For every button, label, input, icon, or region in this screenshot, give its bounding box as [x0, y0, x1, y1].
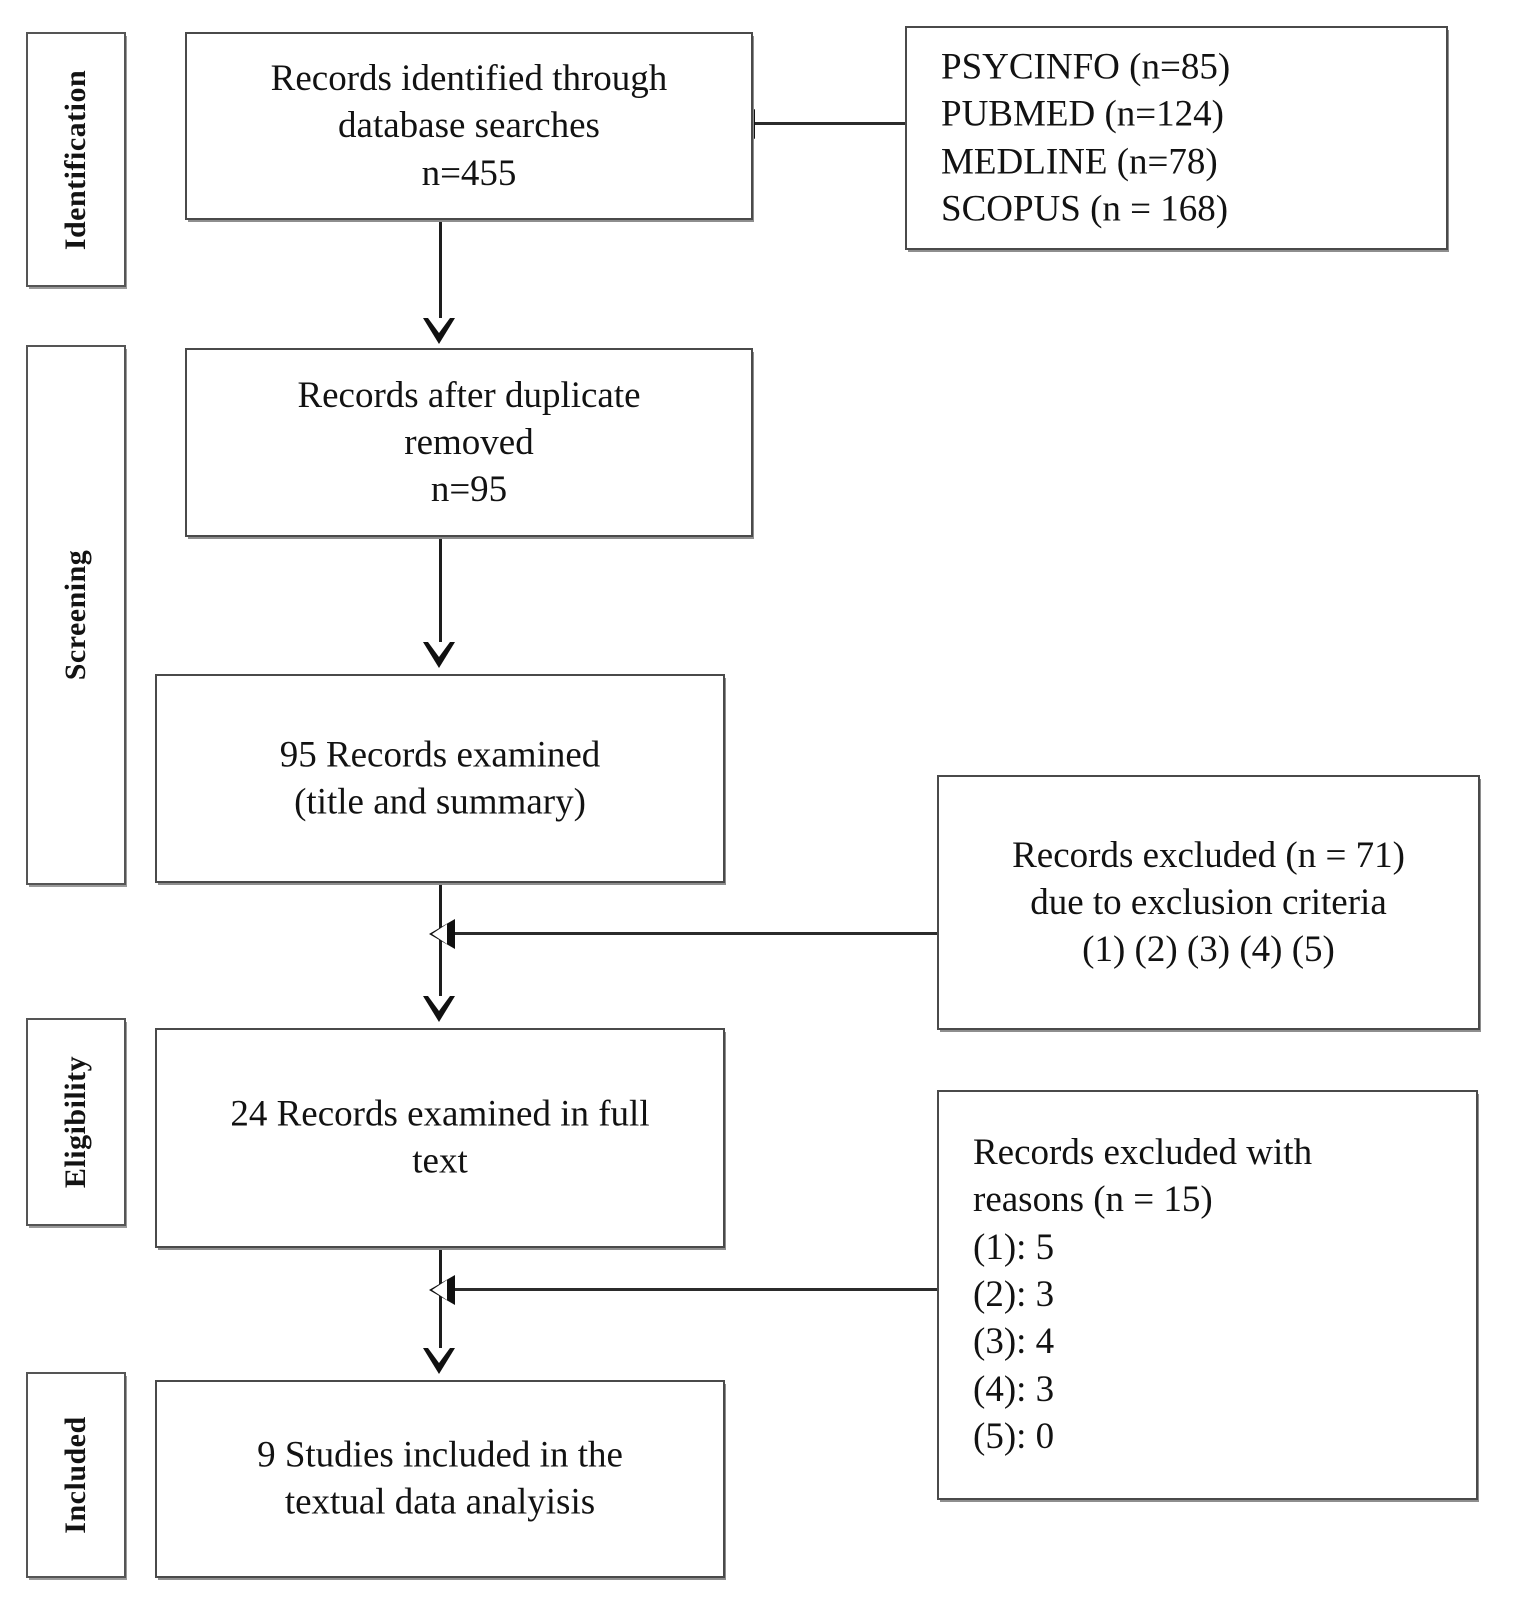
- stage-label-included-text: Included: [59, 1416, 92, 1534]
- box-studies-included-text: 9 Studies included in the textual data a…: [257, 1434, 623, 1523]
- arrow-down-into-studies-included: [423, 1348, 455, 1374]
- connector-dedup-to-screened: [439, 537, 442, 645]
- stage-label-identification-text: Identification: [59, 69, 92, 250]
- stage-label-screening-text: Screening: [59, 549, 92, 681]
- connector-sources-to-identified: [755, 122, 907, 125]
- box-records-excluded-criteria-text: Records excluded (n = 71) due to exclusi…: [1012, 834, 1405, 971]
- box-database-sources-text: PSYCINFO (n=85) PUBMED (n=124) MEDLINE (…: [941, 46, 1231, 230]
- stage-label-eligibility: Eligibility: [26, 1018, 126, 1226]
- arrow-down-into-records-after-duplicates: [423, 318, 455, 344]
- box-records-identified: Records identified through database sear…: [185, 32, 753, 220]
- box-records-excluded-reasons-text: Records excluded with reasons (n = 15) (…: [973, 1132, 1313, 1458]
- box-records-excluded-reasons: Records excluded with reasons (n = 15) (…: [937, 1090, 1478, 1500]
- arrow-down-into-records-full-text: [423, 996, 455, 1022]
- box-records-identified-text: Records identified through database sear…: [270, 57, 668, 194]
- box-records-after-duplicates-text: Records after duplicate removed n=95: [297, 374, 641, 511]
- arrow-left-excluded-criteria: [429, 919, 455, 949]
- stage-label-identification: Identification: [26, 32, 126, 287]
- box-records-examined-title-summary: 95 Records examined (title and summary): [155, 674, 725, 883]
- box-records-excluded-criteria: Records excluded (n = 71) due to exclusi…: [937, 775, 1480, 1030]
- connector-excluded71-to-junction: [455, 932, 937, 935]
- box-database-sources: PSYCINFO (n=85) PUBMED (n=124) MEDLINE (…: [905, 26, 1448, 250]
- stage-label-included: Included: [26, 1372, 126, 1578]
- stage-label-eligibility-text: Eligibility: [59, 1055, 92, 1189]
- box-records-examined-title-summary-text: 95 Records examined (title and summary): [279, 734, 601, 823]
- box-studies-included: 9 Studies included in the textual data a…: [155, 1380, 725, 1578]
- arrow-left-excluded-reasons: [429, 1275, 455, 1305]
- connector-identified-to-dedup: [439, 220, 442, 324]
- box-records-examined-full-text: 24 Records examined in full text: [155, 1028, 725, 1248]
- connector-excluded15-to-junction: [455, 1288, 937, 1291]
- box-records-after-duplicates: Records after duplicate removed n=95: [185, 348, 753, 537]
- box-records-examined-full-text-text: 24 Records examined in full text: [230, 1093, 650, 1182]
- stage-label-screening: Screening: [26, 345, 126, 885]
- arrow-down-into-records-examined: [423, 642, 455, 668]
- connector-fulltext-to-included: [439, 1248, 442, 1368]
